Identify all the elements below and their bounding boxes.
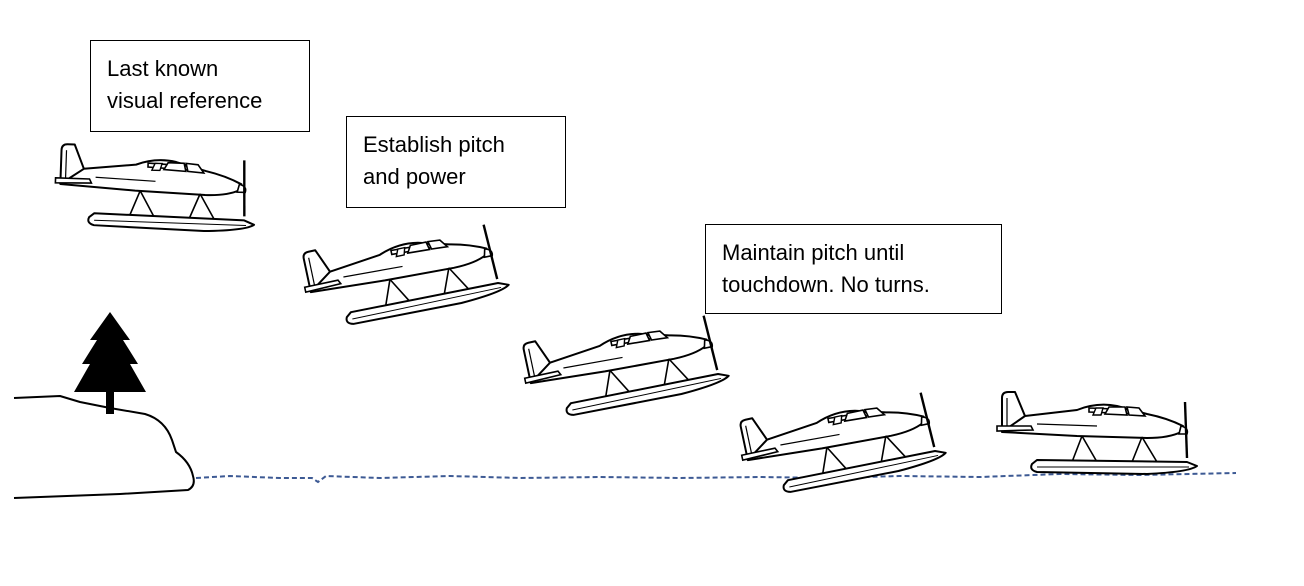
pine-tree-icon bbox=[74, 312, 146, 414]
callout-line: and power bbox=[363, 164, 466, 189]
callout-line: Maintain pitch until bbox=[722, 240, 905, 265]
callout-line: visual reference bbox=[107, 88, 263, 113]
shoreline-rock bbox=[13, 395, 195, 499]
floatplane-icon bbox=[995, 390, 1199, 476]
floatplane-icon bbox=[52, 142, 258, 234]
floatplane-icon bbox=[733, 379, 949, 504]
callout-line: Establish pitch bbox=[363, 132, 505, 157]
callout-line: touchdown. No turns. bbox=[722, 272, 930, 297]
floatplane-icon bbox=[296, 211, 512, 336]
callout-establish-pitch-and-power: Establish pitch and power bbox=[346, 116, 566, 208]
callout-line: Last known bbox=[107, 56, 219, 81]
water-surface bbox=[195, 472, 1237, 484]
floatplane-icon bbox=[516, 302, 732, 427]
callout-maintain-pitch: Maintain pitch until touchdown. No turns… bbox=[705, 224, 1002, 314]
callout-last-known-visual-reference: Last known visual reference bbox=[90, 40, 310, 132]
